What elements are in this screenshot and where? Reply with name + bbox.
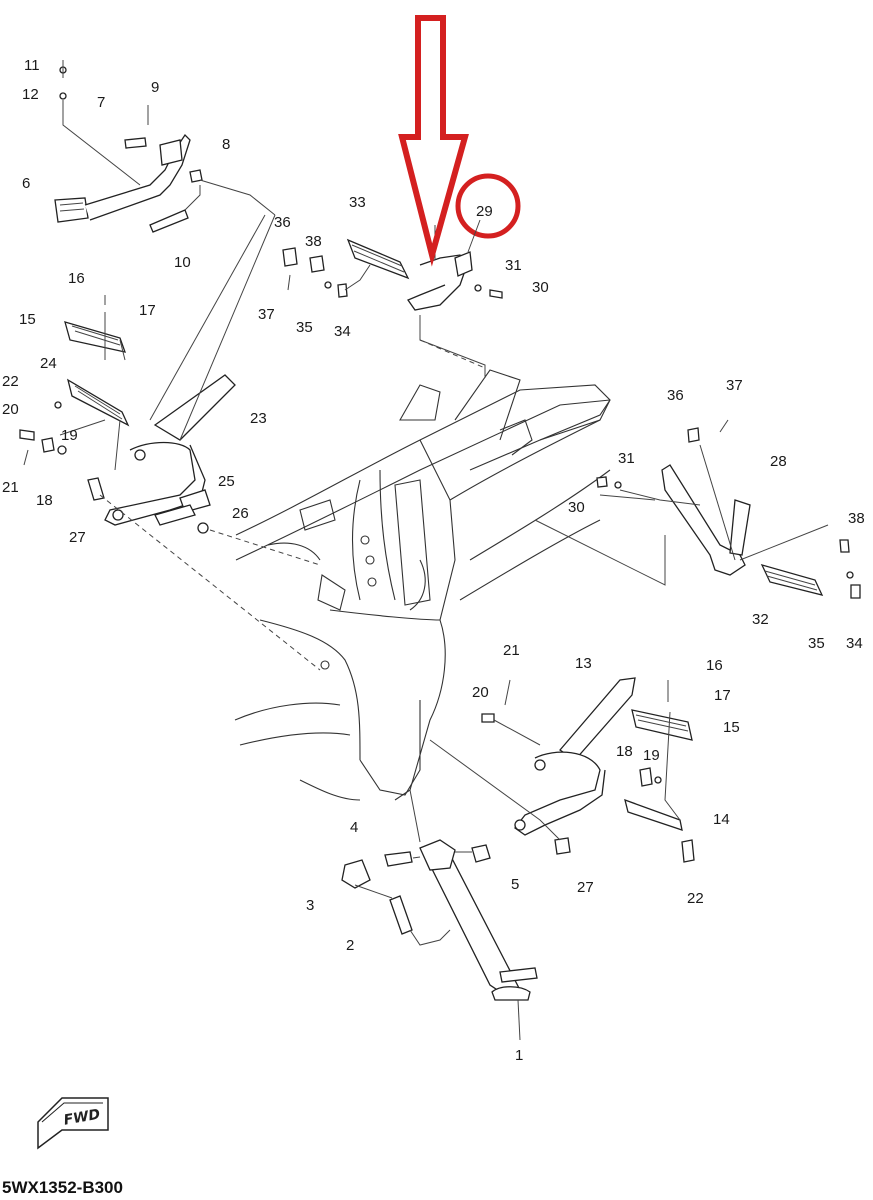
part-label-1: 1 — [515, 1047, 523, 1064]
part-label-38a: 38 — [305, 233, 322, 250]
part-label-34a: 34 — [334, 323, 351, 340]
part-label-15a: 15 — [19, 311, 36, 328]
part-label-20b: 20 — [472, 684, 489, 701]
part-label-12: 12 — [22, 86, 39, 103]
part-label-15b: 15 — [723, 719, 740, 736]
diagram-code: 5WX1352-B300 — [2, 1178, 123, 1197]
part-label-17b: 17 — [714, 687, 731, 704]
part-label-6: 6 — [22, 175, 30, 192]
highlight-arrow — [398, 15, 469, 267]
part-label-31b: 31 — [618, 450, 635, 467]
part-label-23: 23 — [250, 410, 267, 427]
part-label-9: 9 — [151, 79, 159, 96]
part-label-36b: 36 — [667, 387, 684, 404]
left-peg-drawing — [19, 295, 130, 471]
part-label-16a: 16 — [68, 270, 85, 287]
part-label-32: 32 — [752, 611, 769, 628]
part-label-36a: 36 — [274, 214, 291, 231]
part-label-22b: 22 — [687, 890, 704, 907]
highlighted-leader-line — [467, 219, 481, 253]
part-label-22a: 22 — [2, 373, 19, 390]
part-label-7: 7 — [97, 94, 105, 111]
part-label-4: 4 — [350, 819, 358, 836]
part-label-27a: 27 — [69, 529, 86, 546]
brake-pedal-drawing — [54, 60, 276, 233]
fwd-label: FWD — [63, 1107, 102, 1129]
part-label-18a: 18 — [36, 492, 53, 509]
part-label-28: 28 — [770, 453, 787, 470]
part-label-25: 25 — [218, 473, 235, 490]
part-label-3: 3 — [306, 897, 314, 914]
part-label-37a: 37 — [258, 306, 275, 323]
part-label-13: 13 — [575, 655, 592, 672]
part-label-14: 14 — [713, 811, 730, 828]
part-label-30a: 30 — [532, 279, 549, 296]
part-label-24: 24 — [40, 355, 57, 372]
part-label-17a: 17 — [139, 302, 156, 319]
part-label-34b: 34 — [846, 635, 863, 652]
part-label-21a: 21 — [2, 479, 19, 496]
right-bracket-drawing — [429, 677, 695, 863]
part-label-35b: 35 — [808, 635, 825, 652]
part-label-20a: 20 — [2, 401, 19, 418]
part-label-10: 10 — [174, 254, 191, 271]
sidestand-drawing — [341, 789, 538, 1041]
part-label-16b: 16 — [706, 657, 723, 674]
part-label-38b: 38 — [848, 510, 865, 527]
fwd-direction-badge: FWD — [37, 1097, 109, 1150]
part-label-35a: 35 — [296, 319, 313, 336]
part-label-2: 2 — [346, 937, 354, 954]
part-label-19a: 19 — [61, 427, 78, 444]
part-label-31a: 31 — [505, 257, 522, 274]
part-label-37b: 37 — [726, 377, 743, 394]
part-label-8: 8 — [222, 136, 230, 153]
part-label-21b: 21 — [503, 642, 520, 659]
highlighted-part-label: 29 — [476, 203, 493, 220]
right-footrest-drawing — [534, 419, 861, 599]
part-label-26: 26 — [232, 505, 249, 522]
part-label-30b: 30 — [568, 499, 585, 516]
part-label-11: 11 — [24, 57, 40, 74]
highlight-circle — [455, 173, 521, 239]
part-label-33: 33 — [349, 194, 366, 211]
part-label-19b: 19 — [643, 747, 660, 764]
part-label-27b: 27 — [577, 879, 594, 896]
part-label-5: 5 — [511, 876, 519, 893]
frame-drawing — [234, 369, 611, 801]
left-bracket-drawing — [87, 214, 321, 671]
part-label-18b: 18 — [616, 743, 633, 760]
